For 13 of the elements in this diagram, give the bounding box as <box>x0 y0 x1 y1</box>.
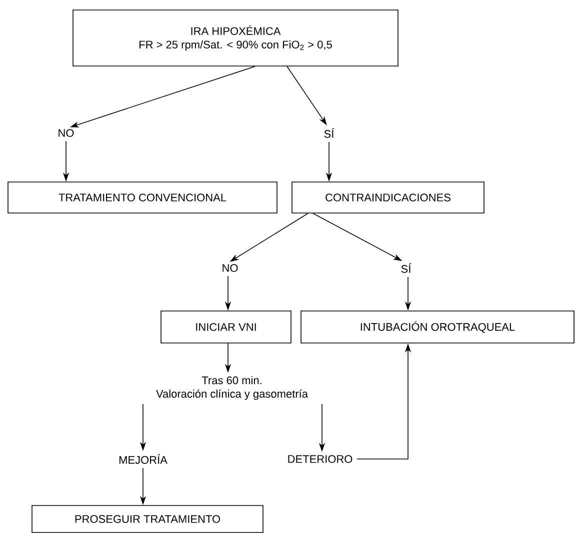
flow-text: NO <box>58 129 74 137</box>
process-box: PROSEGUIR TRATAMIENTO <box>32 505 264 533</box>
process-box: INTUBACIÓN OROTRAQUEAL <box>300 310 574 344</box>
flow-text: DETERIORO <box>288 455 352 463</box>
process-box: CONTRAINDICACIONES <box>292 182 484 214</box>
flow-text: Tras 60 min. Valoración clínica y gasometría <box>156 376 308 400</box>
flow-text: SÍ <box>401 263 412 273</box>
flow-text: NO <box>222 264 238 272</box>
process-box: INICIAR VNI <box>160 310 292 344</box>
flow-text: MEJORÍA <box>119 454 168 464</box>
process-box: TRATAMIENTO CONVENCIONAL <box>8 182 278 214</box>
process-box: IRA HIPOXÉMICA FR > 25 rpm/Sat. < 90% con FiO$_{2}$ > 0,5 <box>72 10 398 66</box>
flow-text: SÍ <box>324 128 334 138</box>
